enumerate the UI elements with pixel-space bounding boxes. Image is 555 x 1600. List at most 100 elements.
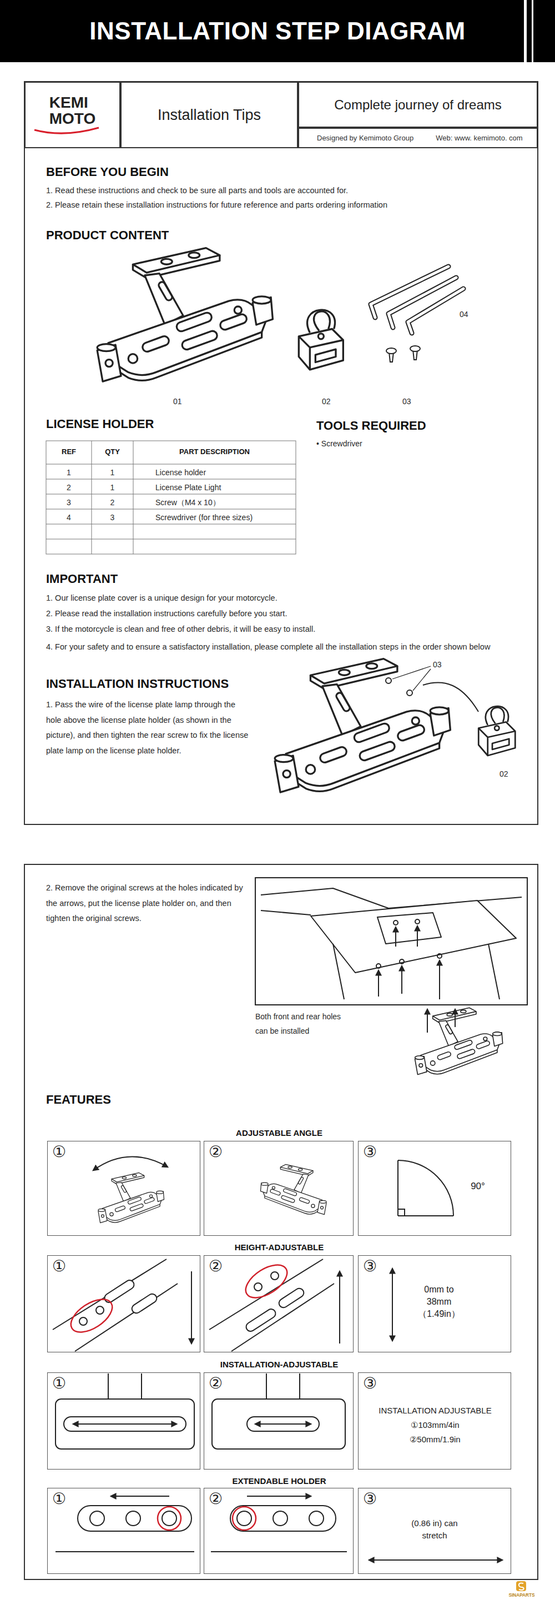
- feature-box: ②: [203, 1487, 354, 1574]
- product-illustration: [386, 345, 421, 362]
- feature-angle-drawings: [397, 1214, 454, 1217]
- feature-height-drawings: [277, 1286, 306, 1310]
- step2-illustration: [255, 877, 528, 1075]
- step1-illustration: [406, 689, 413, 696]
- step2-illustration: [393, 920, 398, 925]
- header-credit: Web: www. kemimoto. com: [435, 133, 523, 143]
- step2-illustration: [376, 963, 381, 968]
- parts-table-grid: [46, 538, 296, 540]
- title-banner: [0, 0, 555, 63]
- table-cell: Screwdriver (for three sizes): [155, 512, 253, 523]
- feature-heading: EXTENDABLE HOLDER: [168, 1475, 391, 1487]
- callout-number: 04: [459, 309, 469, 320]
- step2-illustration: [399, 959, 405, 964]
- body-text: 3. If the motorcycle is clean and free o…: [46, 623, 529, 635]
- section-heading: IMPORTANT: [46, 571, 118, 588]
- feature-height-drawings: [190, 1270, 193, 1344]
- feature-text: (0.86 in) can stretch: [409, 1516, 460, 1542]
- card-frame: [24, 864, 538, 1579]
- feature-height-drawings: [244, 1307, 277, 1333]
- feature-extend-drawings: [162, 1510, 177, 1526]
- feature-extend-drawings: [309, 1510, 324, 1526]
- product-illustration: [298, 309, 343, 370]
- feature-height-drawings: [79, 1317, 88, 1325]
- step2-illustration: [333, 943, 500, 999]
- header-cell: Complete journey of dreams: [298, 81, 538, 128]
- title-banner: [531, 0, 534, 63]
- step-number: ①: [52, 1373, 67, 1393]
- step1-illustration: [274, 658, 451, 792]
- feature-angle-drawings: [397, 1159, 454, 1216]
- feature-height-drawings: [254, 1282, 262, 1291]
- step1-illustration: [385, 677, 392, 684]
- product-illustration: [388, 277, 457, 328]
- feature-install-drawings: [299, 1373, 301, 1399]
- step2-illustration: [427, 1008, 456, 1033]
- feature-value: INSTALLATION ADJUSTABLE①103mm/4in②50mm/1…: [358, 1403, 512, 1447]
- product-illustration: [370, 266, 449, 318]
- section-heading: LICENSE HOLDER: [46, 416, 154, 433]
- feature-install-drawings: [63, 1416, 186, 1431]
- feature-extend-drawings: [246, 1495, 311, 1497]
- parts-table-grid: [46, 493, 296, 495]
- section-heading: PRODUCT CONTENT: [46, 227, 169, 244]
- table-cell: 1: [91, 482, 134, 493]
- step-number: ②: [208, 1489, 223, 1508]
- parts-table-grid: [133, 440, 134, 554]
- table-cell: License Plate Light: [155, 482, 221, 493]
- step-number: ②: [208, 1373, 223, 1393]
- step2-illustration: [401, 965, 403, 994]
- header-credit: Designed by Kemimoto Group: [316, 133, 414, 143]
- feature-install-drawings: [265, 1373, 267, 1399]
- step1-illustration: [392, 666, 431, 679]
- title-banner: [0, 0, 555, 63]
- parts-table-grid: [46, 508, 296, 510]
- feature-heading: ADJUSTABLE ANGLE: [168, 1127, 391, 1139]
- feature-height-drawings: [52, 1258, 167, 1330]
- feature-angle-drawings: [397, 1159, 399, 1216]
- step2-illustration: [377, 912, 442, 944]
- feature-extend-drawings: [236, 1510, 252, 1526]
- step2-illustration: [255, 877, 528, 1005]
- feature-install-drawings: [107, 1373, 109, 1399]
- section-heading: BEFORE YOU BEGIN: [46, 164, 169, 181]
- feature-box: ③INSTALLATION ADJUSTABLE①103mm/4in②50mm/…: [357, 1371, 512, 1470]
- product-illustration: [97, 248, 273, 382]
- table-cell: PART DESCRIPTION: [133, 447, 296, 457]
- body-text: 1. Our license plate cover is a unique d…: [46, 592, 529, 604]
- step-number: ②: [208, 1142, 223, 1162]
- header-slogan: Complete journey of dreams: [334, 97, 502, 113]
- feature-text: INSTALLATION ADJUSTABLE: [378, 1403, 492, 1418]
- step-number: ②: [208, 1256, 223, 1276]
- step-number: ③: [362, 1256, 377, 1276]
- feature-extend-drawings: [77, 1505, 192, 1531]
- feature-box: ③0mm to 38mm （1.49in）: [357, 1254, 512, 1352]
- table-cell: QTY: [91, 447, 134, 457]
- body-text: • Screwdriver: [316, 438, 363, 449]
- feature-extend-drawings: [125, 1510, 141, 1526]
- step2-illustration: [437, 953, 442, 958]
- product-illustration: [370, 266, 464, 333]
- step2-illustration: [426, 1008, 428, 1033]
- step-number: ③: [362, 1142, 377, 1162]
- feature-extend-drawings: [369, 1558, 503, 1561]
- watermark-icon: [516, 1580, 527, 1591]
- step2-illustration: [416, 925, 418, 947]
- feature-extend-drawings: [55, 1550, 195, 1552]
- parts-table-grid: [46, 523, 296, 525]
- table-cell: 1: [91, 467, 134, 478]
- table-cell: 1: [46, 467, 92, 478]
- feature-install-drawings: [246, 1416, 320, 1431]
- feature-height-drawings: [270, 1271, 279, 1280]
- feature-angle-drawings: [93, 1156, 168, 1170]
- step2-illustration: [415, 919, 420, 924]
- feature-install-drawings: [255, 1423, 311, 1425]
- feature-height-drawings: [240, 1258, 293, 1305]
- product-illustration: [407, 288, 464, 333]
- feature-box: ③90°: [357, 1140, 512, 1236]
- body-text: 4. For your safety and to ensure a satis…: [46, 638, 529, 655]
- body-text: 1. Pass the wire of the license plate la…: [46, 697, 252, 759]
- step-number: ①: [52, 1489, 67, 1508]
- callout-number: 02: [499, 768, 509, 779]
- feature-extend-drawings: [273, 1510, 288, 1526]
